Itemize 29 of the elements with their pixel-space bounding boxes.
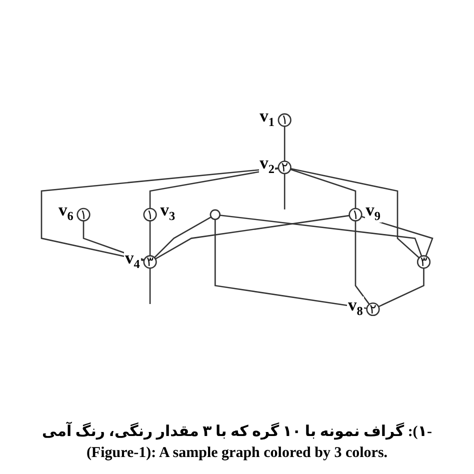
connector [149, 268, 151, 304]
connector [284, 173, 286, 210]
node-circle [210, 209, 221, 220]
connector [284, 126, 286, 161]
node-circle: ۳ [416, 254, 431, 268]
node-circle: ۱ [278, 112, 292, 127]
connector [361, 216, 434, 256]
connector [290, 168, 420, 258]
node-circle: ۱ [143, 208, 157, 222]
caption: -۱): گراف نمونه با ۱۰ گره که با ۳ مقدار رنگی، رنگ آمی [42, 422, 432, 441]
node-circle: ۱ [76, 208, 90, 222]
connector [149, 220, 151, 256]
vertex-name-label: v$_{8}$ [346, 296, 364, 318]
node-circle: ۲ [278, 160, 292, 174]
node-circle: ۱ [348, 208, 362, 222]
node-circle: ۲ [366, 302, 380, 316]
connector [149, 168, 279, 208]
vertex-name-label: v$_{4}$ [124, 249, 141, 270]
connector [220, 214, 422, 256]
node-circle: ۳ [143, 254, 157, 268]
connector [354, 220, 370, 304]
connector [378, 268, 424, 307]
connector [40, 167, 279, 261]
caption: (Figure-1): A sample graph colored by 3 colors. [86, 445, 388, 462]
connector [214, 219, 367, 309]
connector [290, 168, 356, 208]
connector [155, 214, 350, 260]
connector [82, 220, 144, 260]
connector [154, 216, 212, 258]
